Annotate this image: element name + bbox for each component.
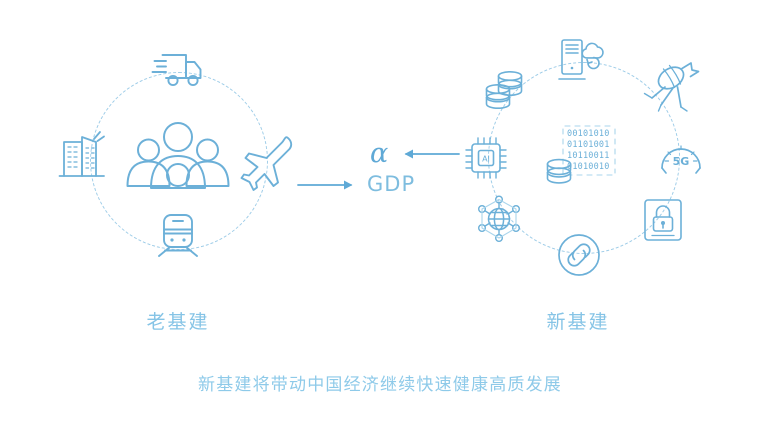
airplane-icon [240, 135, 298, 191]
train-icon [152, 212, 204, 260]
gdp-label: GDP [367, 172, 416, 196]
right-group-label: 新基建 [546, 311, 610, 333]
gdp-arrow-right-icon [297, 178, 359, 192]
svg-text:AI: AI [482, 155, 490, 164]
database-coins-icon [484, 68, 530, 112]
svg-text:5G: 5G [673, 155, 690, 168]
binary-data-coins-icon: 00101010 01101001 10110011 01010010 [545, 122, 627, 194]
iot-globe-network-icon [474, 194, 524, 244]
ai-chip-icon: AI [464, 136, 508, 180]
alpha-arrow-left-icon [398, 147, 460, 161]
security-lock-icon [641, 196, 685, 244]
svg-text:01010010: 01010010 [567, 162, 610, 172]
svg-text:01101001: 01101001 [567, 140, 610, 150]
satellite-icon [639, 60, 701, 116]
right-orbit-ring [488, 62, 680, 254]
left-group-label: 老基建 [146, 311, 210, 333]
svg-text:10110011: 10110011 [567, 151, 610, 161]
cloud-server-icon [558, 36, 608, 84]
svg-text:00101010: 00101010 [567, 129, 610, 139]
delivery-truck-icon [151, 48, 204, 90]
blockchain-link-icon [552, 226, 606, 280]
alpha-symbol: α [370, 138, 389, 169]
office-buildings-icon [58, 128, 108, 182]
people-group-icon [126, 122, 230, 200]
5g-speedometer-icon: 5G [658, 138, 704, 184]
left-orbit-ring [90, 72, 268, 250]
caption-text: 新基建将带动中国经济继续快速健康高质发展 [198, 375, 562, 395]
